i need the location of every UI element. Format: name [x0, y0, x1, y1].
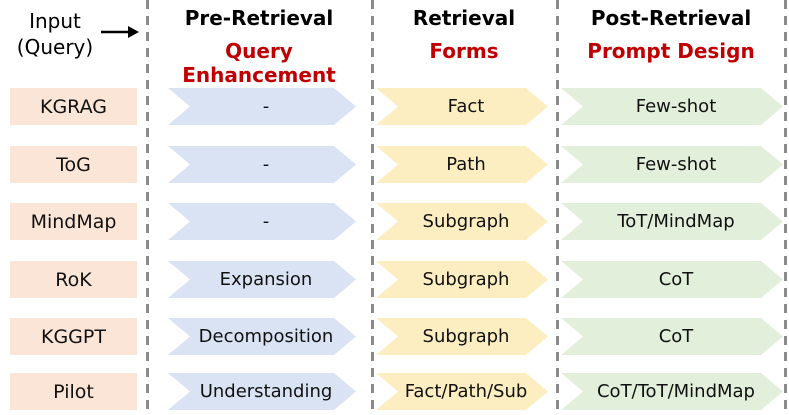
input-query-label: Input (Query) [4, 8, 106, 60]
column-subtitle: Query Enhancement [182, 39, 336, 87]
column-title: Retrieval [412, 6, 516, 30]
method-label-rok: RoK [10, 261, 137, 298]
column-header-pre-retrieval: Pre-Retrieval Query Enhancement [146, 6, 372, 87]
post-retrieval-arrow: Few-shot [561, 146, 783, 183]
method-label-kggpt: KGGPT [10, 318, 137, 355]
pre-retrieval-arrow: Expansion [168, 261, 356, 298]
method-label-kgrag: KGRAG [10, 88, 137, 125]
method-label-mindmap: MindMap [10, 203, 137, 240]
column-divider [371, 0, 374, 415]
method-label-pilot: Pilot [10, 373, 137, 410]
retrieval-arrow: Fact [376, 88, 548, 125]
retrieval-arrow: Subgraph [376, 318, 548, 355]
retrieval-arrow: Fact/Path/Sub [376, 373, 548, 410]
column-subtitle: Forms [429, 39, 499, 63]
pre-retrieval-arrow: - [168, 88, 356, 125]
input-label-line2: (Query) [16, 35, 94, 59]
post-retrieval-arrow: Few-shot [561, 88, 783, 125]
column-divider [784, 0, 787, 415]
column-title: Post-Retrieval [590, 6, 752, 30]
column-divider [556, 0, 559, 415]
pre-retrieval-arrow: - [168, 203, 356, 240]
column-title: Pre-Retrieval [184, 6, 334, 30]
column-subtitle: Prompt Design [587, 39, 755, 63]
column-header-retrieval: Retrieval Forms [371, 6, 557, 63]
column-header-post-retrieval: Post-Retrieval Prompt Design [556, 6, 786, 63]
retrieval-arrow: Subgraph [376, 203, 548, 240]
pre-retrieval-arrow: - [168, 146, 356, 183]
post-retrieval-arrow: CoT [561, 318, 783, 355]
retrieval-arrow: Subgraph [376, 261, 548, 298]
post-retrieval-arrow: CoT/ToT/MindMap [561, 373, 783, 410]
method-label-tog: ToG [10, 146, 137, 183]
post-retrieval-arrow: ToT/MindMap [561, 203, 783, 240]
post-retrieval-arrow: CoT [561, 261, 783, 298]
pre-retrieval-arrow: Understanding [168, 373, 356, 410]
retrieval-arrow: Path [376, 146, 548, 183]
pre-retrieval-arrow: Decomposition [168, 318, 356, 355]
column-divider [146, 0, 149, 415]
arrow-right-icon [101, 26, 139, 38]
input-label-line1: Input [29, 9, 81, 33]
